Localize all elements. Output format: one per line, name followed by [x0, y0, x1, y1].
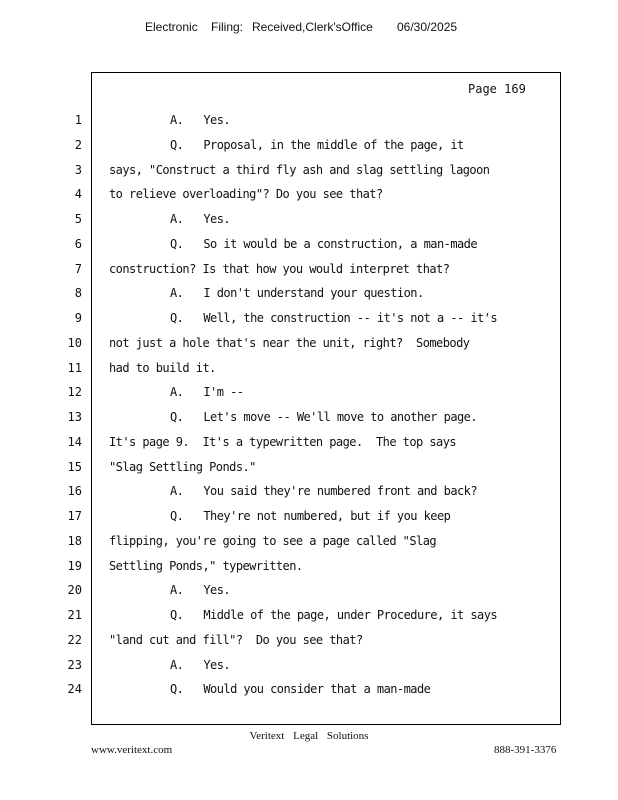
line-text: Settling Ponds," typewritten.	[109, 558, 303, 573]
transcript-line: 20 A. Yes.	[0, 578, 618, 603]
line-text: Q. So it would be a construction, a man-…	[170, 236, 478, 251]
line-number: 4	[74, 187, 82, 202]
transcript-line: 24 Q. Would you consider that a man-made	[0, 677, 618, 702]
page-number: Page 169	[468, 82, 526, 96]
transcript-line: 9 Q. Well, the construction -- it's not a…	[0, 306, 618, 331]
line-text: had to build it.	[109, 360, 216, 375]
transcript-line: 22 "land cut and fill"? Do you see that?	[0, 628, 618, 653]
transcript-line: 6 Q. So it would be a construction, a man…	[0, 232, 618, 257]
line-number: 17	[67, 509, 82, 523]
transcript-line: 17 Q. They're not numbered, but if you ke…	[0, 504, 618, 529]
line-text: A. I don't understand your question.	[170, 286, 424, 301]
line-text: says, "Construct a third fly ash and sla…	[109, 162, 490, 177]
line-number: 6	[74, 236, 82, 251]
line-text: Q. They're not numbered, but if you keep	[170, 509, 451, 523]
header-electronic: Electronic	[145, 20, 198, 34]
line-number: 21	[67, 608, 82, 622]
line-text: "Slag Settling Ponds."	[109, 459, 256, 474]
line-number: 19	[67, 558, 82, 573]
line-number: 8	[74, 286, 82, 301]
line-number: 1	[74, 113, 82, 127]
transcript-line: 12 A. I'm --	[0, 380, 618, 405]
transcript-line: 5 A. Yes.	[0, 207, 618, 232]
line-number: 22	[67, 632, 82, 647]
line-number: 18	[67, 533, 82, 548]
line-text: flipping, you're going to see a page cal…	[109, 533, 437, 548]
transcript-line: 21 Q. Middle of the page, under Procedure…	[0, 603, 618, 628]
transcript-line: 7 construction? Is that how you would int…	[0, 257, 618, 282]
transcript-line: 18 flipping, you're going to see a page c…	[0, 529, 618, 554]
transcript-line: 8 A. I don't understand your question.	[0, 281, 618, 306]
transcript-line: 14 It's page 9. It's a typewritten page. …	[0, 430, 618, 455]
line-text: A. Yes.	[170, 212, 231, 226]
transcript-line: 1 A. Yes.	[0, 108, 618, 133]
line-text: Q. Proposal, in the middle of the page, …	[170, 137, 464, 152]
line-number: 7	[74, 261, 82, 276]
line-number: 10	[67, 335, 82, 350]
transcript-line: 2 Q. Proposal, in the middle of the page,…	[0, 133, 618, 158]
line-text: Q. Let's move -- We'll move to another p…	[170, 410, 478, 424]
line-text: A. Yes.	[170, 113, 231, 127]
line-number: 3	[74, 162, 82, 177]
line-number: 5	[74, 212, 82, 226]
transcript-line: 3 says, "Construct a third fly ash and sl…	[0, 158, 618, 183]
transcript-line: 11 had to build it.	[0, 356, 618, 381]
line-text: "land cut and fill"? Do you see that?	[109, 632, 363, 647]
transcript-line: 15 "Slag Settling Ponds."	[0, 455, 618, 480]
line-text: It's page 9. It's a typewritten page. Th…	[109, 434, 457, 449]
line-text: Q. Would you consider that a man-made	[170, 682, 431, 697]
line-text: Q. Well, the construction -- it's not a …	[170, 311, 498, 325]
transcript-line: 4 to relieve overloading"? Do you see tha…	[0, 182, 618, 207]
line-number: 24	[67, 682, 82, 697]
line-text: to relieve overloading"? Do you see that…	[109, 187, 383, 202]
header-date: 06/30/2025	[397, 20, 458, 34]
line-text: construction? Is that how you would inte…	[109, 261, 450, 276]
line-text: A. Yes.	[170, 657, 231, 672]
transcript-line: 16 A. You said they're numbered front and…	[0, 479, 618, 504]
line-text: A. You said they're numbered front and b…	[170, 484, 478, 499]
header-received: Received,Clerk'sOffice	[252, 20, 373, 34]
line-text: A. Yes.	[170, 583, 231, 598]
line-number: 15	[67, 459, 82, 474]
footer-phone: 888-391-3376	[494, 744, 557, 756]
line-number: 13	[67, 410, 82, 424]
line-number: 12	[67, 385, 82, 400]
transcript-body: 1 A. Yes. 2 Q. Proposal, in the middle of t…	[0, 108, 618, 702]
line-number: 9	[74, 311, 82, 325]
line-text: not just a hole that's near the unit, ri…	[109, 335, 470, 350]
line-number: 20	[67, 583, 82, 598]
line-number: 14	[67, 434, 82, 449]
filing-header: Electronic Filing: Received,Clerk'sOffic…	[0, 20, 618, 38]
transcript-line: 10 not just a hole that's near the unit, …	[0, 331, 618, 356]
transcript-frame	[91, 72, 561, 725]
footer-website: www.veritext.com	[91, 744, 173, 756]
line-number: 16	[67, 484, 82, 499]
line-number: 2	[74, 137, 82, 152]
transcript-line: 23 A. Yes.	[0, 653, 618, 678]
transcript-line: 13 Q. Let's move -- We'll move to another…	[0, 405, 618, 430]
line-number: 11	[67, 360, 82, 375]
line-number: 23	[67, 657, 82, 672]
footer-company: Veritext Legal Solutions	[249, 730, 369, 742]
transcript-line: 19 Settling Ponds," typewritten.	[0, 554, 618, 579]
header-filing: Filing:	[211, 20, 244, 34]
line-text: A. I'm --	[170, 385, 244, 400]
line-text: Q. Middle of the page, under Procedure, …	[170, 608, 498, 622]
